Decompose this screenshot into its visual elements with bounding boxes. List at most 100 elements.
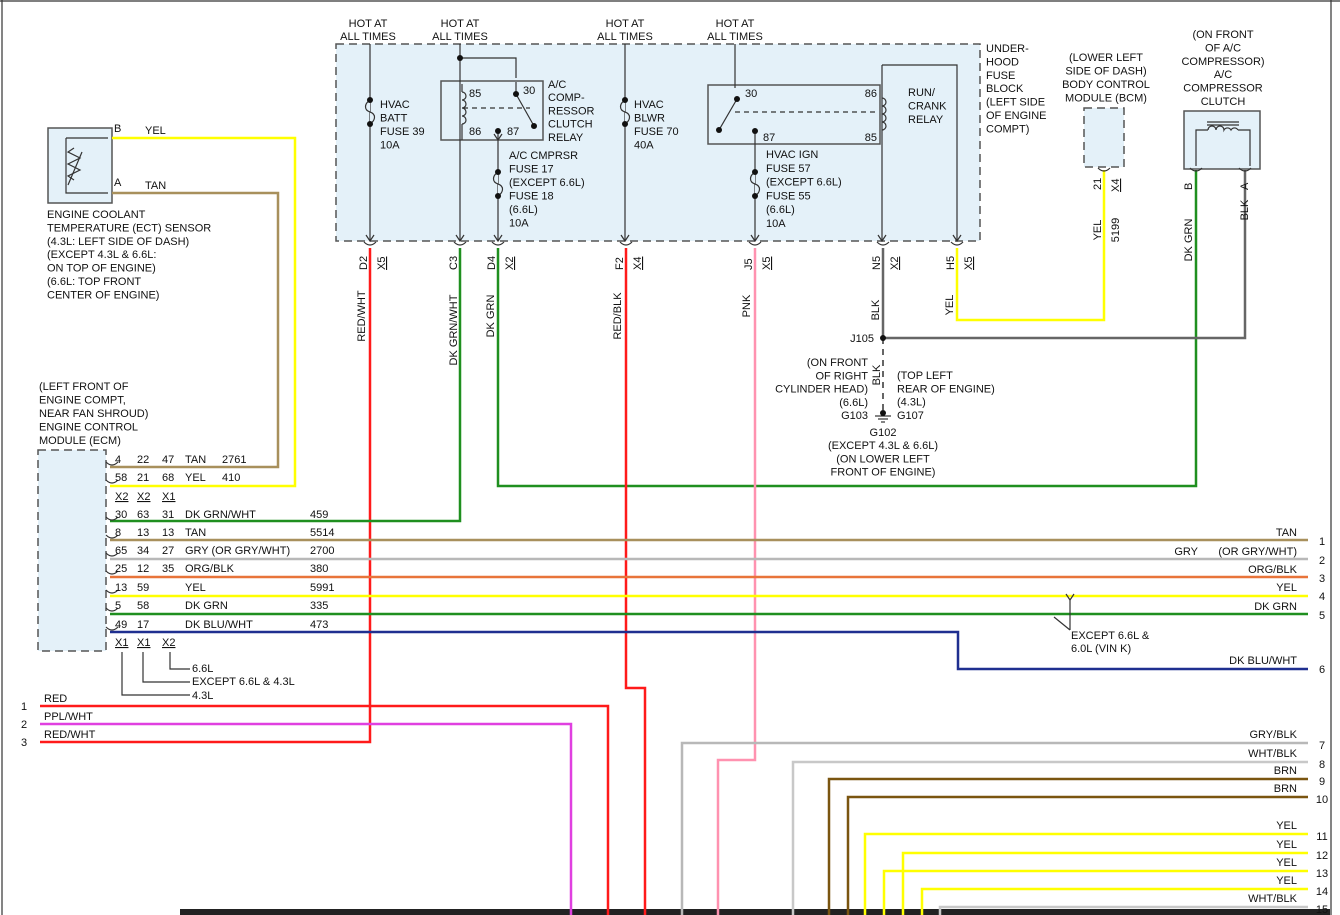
connector-pin-icon <box>876 241 890 246</box>
ecm-name: ENGINE COMPT, <box>39 395 126 407</box>
harness-wire-label: BRN <box>1274 765 1297 777</box>
harness-wire-label: YEL <box>1276 582 1297 594</box>
ac-relay-name: CLUTCH <box>548 119 593 131</box>
label: A <box>1239 182 1251 190</box>
fuse-icon <box>364 99 376 125</box>
ect-sensor-name: (4.3L: LEFT SIDE OF DASH) <box>47 236 189 248</box>
harness-pin-number: 8 <box>1319 759 1325 771</box>
connector-pin-icon <box>105 461 119 466</box>
ecm-pin-label: 27 <box>162 545 174 557</box>
ect-sensor-name: (6.6L: TOP FRONT <box>47 276 141 288</box>
fuse-terminal <box>752 193 758 199</box>
harness-pin-number: 3 <box>21 737 27 749</box>
wire-color-label: DK GRN/WHT <box>185 509 256 521</box>
wire-harness-10 <box>846 795 1308 915</box>
harness-pin-number: 12 <box>1316 850 1328 862</box>
hot-at-all-times-label: HOT AT <box>349 18 388 30</box>
wire-color-label: ORG/BLK <box>185 563 235 575</box>
fuse-39-label: BATT <box>380 113 408 125</box>
harness-pin-number: 7 <box>1319 740 1325 752</box>
fuse-block-name: (LEFT SIDE <box>986 97 1045 109</box>
arrow-icon <box>365 234 375 243</box>
relay-coil-icon <box>461 91 467 125</box>
hot-at-all-times-label: ALL TIMES <box>707 31 763 43</box>
label: 87 <box>507 126 519 138</box>
ecm-pin-label: 68 <box>162 472 174 484</box>
ground-location-label: OF RIGHT <box>815 370 868 382</box>
connector-line <box>65 138 108 194</box>
ground-location-label: (4.3L) <box>897 397 926 409</box>
ecm-pin-label: X2 <box>115 491 128 503</box>
ground-location-label: REAR OF ENGINE) <box>897 383 995 395</box>
circuit-number-label: 473 <box>310 619 328 631</box>
ecm-pin-label: 31 <box>162 509 174 521</box>
fuse-70-label: HVAC <box>634 99 664 111</box>
circuit-number-label: 459 <box>310 509 328 521</box>
compressor-clutch-name: COMPRESSOR) <box>1181 56 1264 68</box>
wire-color-label: YEL <box>185 582 206 594</box>
ecm-pin-label: 49 <box>115 619 127 631</box>
ecm-pin-label: 8 <box>115 527 121 539</box>
fuse-terminal <box>622 121 628 127</box>
connector-pin-icon <box>453 241 467 246</box>
fuse-17-label: FUSE 18 <box>509 191 554 203</box>
wire-red <box>40 704 610 915</box>
connector-line <box>1195 129 1208 166</box>
connector-line <box>169 652 190 670</box>
connector-line <box>142 652 190 683</box>
wire-harness-9 <box>827 777 1308 915</box>
ecm-pin-label: 65 <box>115 545 127 557</box>
fuse-57-label: FUSE 55 <box>766 190 811 202</box>
hot-at-all-times-label: ALL TIMES <box>432 31 488 43</box>
label: 4.3L <box>192 690 213 702</box>
ground-location-label: (ON LOWER LEFT <box>836 453 930 465</box>
harness-pin-number: 1 <box>1319 536 1325 548</box>
harness-pin-number: 14 <box>1316 886 1328 898</box>
compressor-clutch-name: OF A/C <box>1205 42 1241 54</box>
hot-at-all-times-label: HOT AT <box>606 18 645 30</box>
wire-color-label: RED/WHT <box>356 290 368 342</box>
fuse-icon <box>492 171 504 197</box>
fuse-terminal <box>367 121 373 127</box>
ecm-pin-label: 25 <box>115 563 127 575</box>
harness-pin-number: 13 <box>1316 868 1328 880</box>
fuse-57-label: HVAC IGN <box>766 149 818 161</box>
circuit-number-label: 335 <box>310 600 328 612</box>
ground-location-label: (EXCEPT 4.3L & 6.6L) <box>828 440 938 452</box>
harness-pin-number: 4 <box>1319 591 1325 603</box>
connector-pin-icon <box>1097 167 1111 172</box>
junction-dot <box>513 91 519 97</box>
ecm-name: MODULE (ECM) <box>39 435 121 447</box>
bcm-name: (LOWER LEFT <box>1069 52 1143 64</box>
ecm-name: (LEFT FRONT OF <box>39 381 129 393</box>
fuse-block-name: FUSE <box>986 70 1015 82</box>
ecm-pin-label: 4 <box>115 454 121 466</box>
ect-sensor-name: ON TOP OF ENGINE) <box>47 263 156 275</box>
harness-wire-label: (OR GRY/WHT) <box>1218 546 1297 558</box>
ecm-name: ENGINE CONTROL <box>39 422 138 434</box>
harness-pin-number: 1 <box>21 701 27 713</box>
connector-pin-label: J5 <box>743 258 755 270</box>
connector-pin-label: F2 <box>614 257 626 270</box>
ecm-pin-label: 13 <box>162 527 174 539</box>
ecm-pin-label: X1 <box>162 491 175 503</box>
ecm-pin-label: X2 <box>137 491 150 503</box>
ground-location-label: G107 <box>897 410 924 422</box>
fuse-70-label: FUSE 70 <box>634 126 679 138</box>
label: A <box>114 177 122 189</box>
ground-location-label: CYLINDER HEAD) <box>775 384 868 396</box>
ecm-pin-label: 58 <box>137 600 149 612</box>
fuse-17-label: 10A <box>509 218 529 230</box>
fuse-57-label: FUSE 57 <box>766 163 811 175</box>
ac-relay-name: RESSOR <box>548 105 595 117</box>
connector-line <box>1053 616 1071 631</box>
connector-pin-icon <box>105 570 119 575</box>
connector-pin-icon <box>105 479 119 484</box>
harness-pin-number: 10 <box>1316 794 1328 806</box>
compressor-clutch-name: (ON FRONT <box>1192 29 1253 41</box>
ecm-pin-label: 47 <box>162 454 174 466</box>
ecm-pin-label: 59 <box>137 582 149 594</box>
ac-relay-name: A/C <box>548 79 566 91</box>
wire-yel-ect <box>110 136 297 488</box>
wire-harness-6 <box>110 630 1308 671</box>
